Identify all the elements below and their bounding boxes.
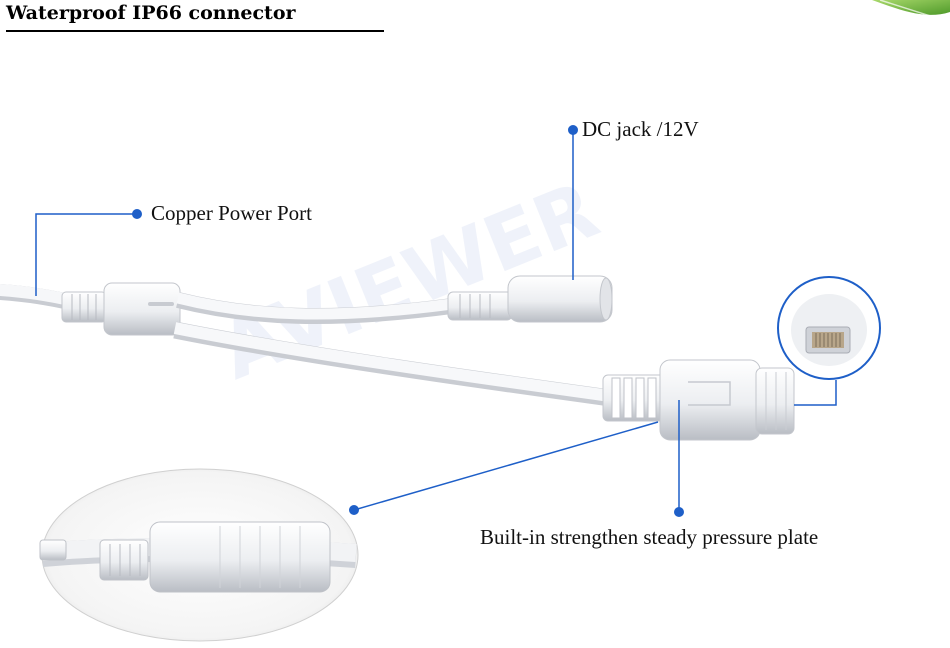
pressure-plate-label: Built-in strengthen steady pressure plat… xyxy=(480,525,819,549)
rj45-branch-cable xyxy=(173,321,612,407)
callout-dc-jack xyxy=(568,125,578,280)
rj45-connector xyxy=(602,359,795,441)
rj45-inset xyxy=(777,276,881,380)
dc-jack-label: DC jack /12V xyxy=(582,117,699,141)
dc-branch-cable xyxy=(176,292,454,325)
title-underline xyxy=(6,30,384,32)
callout-rj45-inset xyxy=(794,380,837,406)
page-title: Waterproof IP66 connector xyxy=(6,2,296,24)
callout-dot-icon xyxy=(674,507,684,517)
splitter-body xyxy=(61,282,181,336)
callout-pressure-plate xyxy=(349,400,684,517)
callout-dot-icon xyxy=(568,125,578,135)
leaf-icon xyxy=(872,0,950,23)
callout-dot-icon xyxy=(349,505,359,515)
dc-jack xyxy=(447,275,613,323)
callout-copper-power-port xyxy=(35,209,142,296)
callout-dot-icon xyxy=(132,209,142,219)
copper-power-port-label: Copper Power Port xyxy=(151,201,312,225)
closeup-oval xyxy=(39,468,359,642)
main-cable xyxy=(0,284,78,310)
